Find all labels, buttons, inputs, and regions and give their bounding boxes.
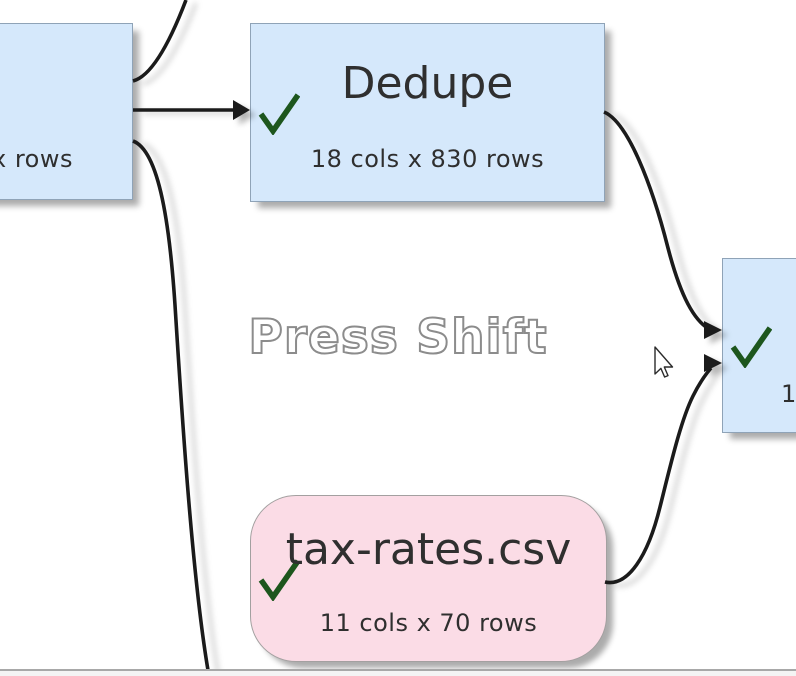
check-icon: [258, 558, 300, 601]
pane-divider[interactable]: [0, 669, 796, 671]
check-icon: [730, 325, 772, 368]
node-left-partial-subtitle: x rows: [0, 145, 73, 173]
node-left-partial[interactable]: [0, 23, 133, 200]
node-output-partial[interactable]: 1: [722, 258, 796, 433]
press-shift-watermark: Press Shift: [247, 309, 548, 366]
node-tax-rates[interactable]: tax-rates.csv 11 cols x 70 rows: [250, 495, 607, 662]
connector-dedupe-to-output[interactable]: [603, 110, 708, 329]
lower-pane-edge: [0, 671, 796, 676]
connector-taxrates-to-output[interactable]: [604, 366, 713, 585]
node-tax-rates-title: tax-rates.csv: [285, 524, 572, 575]
node-output-partial-subtitle: 1: [781, 380, 796, 408]
node-dedupe-title: Dedupe: [341, 58, 514, 109]
node-tax-rates-subtitle: 11 cols x 70 rows: [319, 609, 538, 637]
arrowhead-into-dedupe: [233, 100, 250, 120]
node-dedupe-subtitle: 18 cols x 830 rows: [310, 145, 545, 173]
connector-left-to-bottom[interactable]: [132, 139, 211, 676]
node-dedupe[interactable]: Dedupe 18 cols x 830 rows: [250, 23, 605, 202]
connector-left-to-top[interactable]: [132, 0, 188, 83]
check-icon: [258, 92, 300, 135]
